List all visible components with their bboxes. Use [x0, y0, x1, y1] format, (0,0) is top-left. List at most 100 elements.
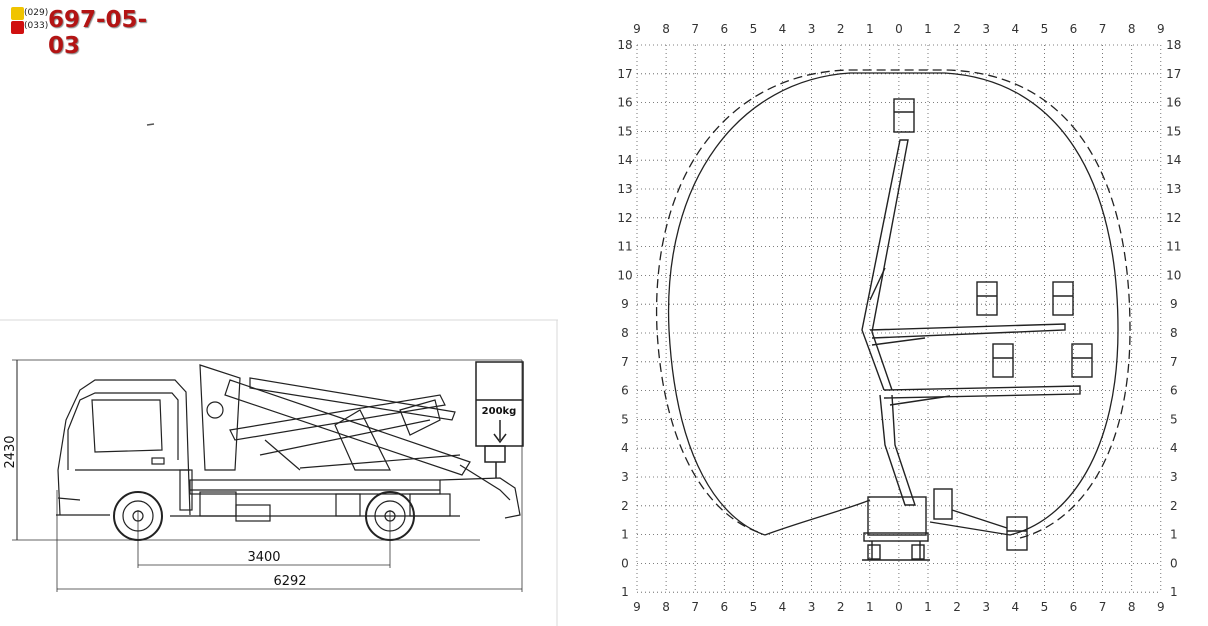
y-tick-label: 7 [621, 355, 629, 369]
x-tick-label: 2 [953, 600, 961, 614]
x-tick-label: 6 [720, 22, 728, 36]
x-tick-label: 2 [953, 22, 961, 36]
x-tick-label: 4 [1011, 600, 1019, 614]
y-tick-label: 15 [617, 124, 632, 138]
y-tick-label: 1 [1170, 528, 1178, 542]
y-tick-label: 14 [617, 153, 632, 167]
platform-basket: 200kg [475, 361, 524, 478]
truck-side-view: 2430 3400 6292 [0, 319, 558, 626]
x-tick-label: 7 [691, 600, 699, 614]
y-tick-label: 0 [621, 556, 629, 570]
x-tick-label: 5 [750, 600, 758, 614]
y-tick-label: 11 [617, 240, 632, 254]
y-tick-label: 13 [617, 182, 632, 196]
y-tick-label: 15 [1166, 124, 1181, 138]
x-tick-label: 5 [1041, 22, 1049, 36]
x-tick-label: 5 [750, 22, 758, 36]
y-tick-label: 5 [621, 412, 629, 426]
y-tick-label: 13 [1166, 182, 1181, 196]
x-tick-label: 6 [1070, 600, 1078, 614]
length-dimension: 6292 [56, 360, 523, 592]
x-tick-label: 0 [895, 600, 903, 614]
y-tick-label: 6 [1170, 384, 1178, 398]
y-tick-label: 17 [617, 67, 632, 81]
y-tick-label: 1 [621, 585, 629, 599]
envelope-solid [667, 72, 1119, 536]
height-dimension: 2430 [3, 359, 522, 541]
boom-positions [861, 98, 1093, 561]
chart-grid [636, 44, 1162, 593]
boom-assembly [199, 364, 511, 501]
x-tick-label: 9 [1157, 600, 1165, 614]
x-tick-label: 6 [1070, 22, 1078, 36]
x-tick-label: 4 [779, 22, 787, 36]
x-tick-label: 2 [837, 22, 845, 36]
y-tick-label: 12 [617, 211, 632, 225]
x-tick-label: 4 [1011, 22, 1019, 36]
wheelbase-dimension: 3400 [137, 510, 391, 568]
phone-number: 697-05-03 [48, 7, 148, 59]
height-value: 2430 [3, 435, 18, 468]
y-tick-label: 12 [1166, 211, 1181, 225]
y-tick-label: 3 [621, 470, 629, 484]
x-tick-label: 2 [837, 600, 845, 614]
truck-cab [56, 379, 191, 516]
x-tick-label: 8 [662, 22, 670, 36]
y-tick-label: 16 [1166, 96, 1181, 110]
x-tick-label: 0 [895, 22, 903, 36]
x-tick-label: 5 [1041, 600, 1049, 614]
x-tick-label: 1 [866, 22, 874, 36]
phone-code: (033) [24, 21, 49, 31]
x-tick-label: 1 [866, 600, 874, 614]
x-tick-label: 3 [808, 600, 816, 614]
y-tick-label: 16 [617, 96, 632, 110]
x-tick-label: 4 [779, 600, 787, 614]
y-tick-label: 0 [1170, 556, 1178, 570]
x-tick-label: 1 [924, 600, 932, 614]
y-tick-label: 1 [1170, 585, 1178, 599]
x-tick-label: 9 [1157, 22, 1165, 36]
x-tick-label: 9 [633, 22, 641, 36]
x-tick-label: 8 [1128, 22, 1136, 36]
load-capacity-label: 200kg [482, 406, 517, 417]
y-tick-label: 4 [1170, 441, 1178, 455]
working-envelope-chart: 9988776655443322110011223344556677889918… [617, 22, 1181, 614]
y-tick-label: 7 [1170, 355, 1178, 369]
x-tick-label: 1 [924, 22, 932, 36]
y-tick-label: 6 [621, 384, 629, 398]
y-tick-label: 5 [1170, 412, 1178, 426]
wheelbase-value: 3400 [247, 550, 280, 565]
front-wheel [113, 491, 163, 541]
y-tick-label: 10 [1166, 268, 1181, 282]
x-tick-label: 3 [808, 22, 816, 36]
x-tick-label: 3 [982, 22, 990, 36]
y-tick-label: 2 [621, 499, 629, 513]
phone-header: (029) (033) 697-05-03 [4, 4, 164, 59]
phone-code: (029) [24, 8, 49, 18]
y-tick-label: 9 [1170, 297, 1178, 311]
y-tick-label: 1 [621, 528, 629, 542]
y-tick-label: 2 [1170, 499, 1178, 513]
operator-badge-icon [11, 7, 24, 20]
y-tick-label: 8 [1170, 326, 1178, 340]
y-tick-label: 9 [621, 297, 629, 311]
y-tick-label: 3 [1170, 470, 1178, 484]
y-tick-label: 17 [1166, 67, 1181, 81]
y-tick-label: 14 [1166, 153, 1181, 167]
x-tick-label: 3 [982, 600, 990, 614]
truck-chassis [170, 469, 521, 522]
rear-wheel [365, 491, 415, 541]
x-tick-label: 6 [720, 600, 728, 614]
y-tick-label: 4 [621, 441, 629, 455]
x-tick-label: 7 [1099, 600, 1107, 614]
x-tick-label: 8 [1128, 600, 1136, 614]
envelope-dashed [655, 69, 1131, 539]
operator-badge-icon [11, 21, 24, 34]
y-tick-label: 8 [621, 326, 629, 340]
x-tick-label: 7 [1099, 22, 1107, 36]
x-tick-label: 8 [662, 600, 670, 614]
y-tick-label: 11 [1166, 240, 1181, 254]
x-tick-label: 7 [691, 22, 699, 36]
